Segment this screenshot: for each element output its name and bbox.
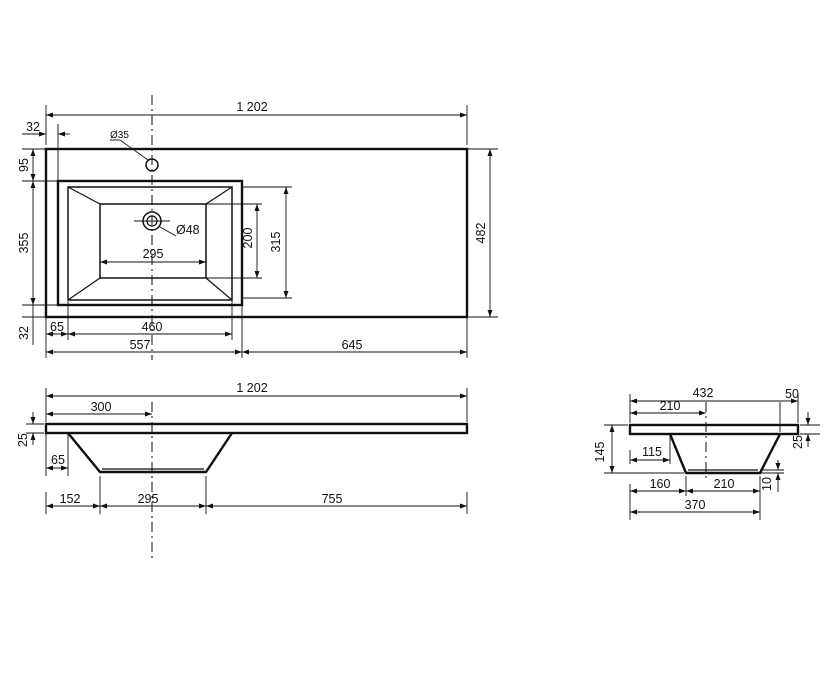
dim-side-thickness: 25: [791, 435, 805, 449]
dim-edge-offset: 32: [26, 120, 40, 134]
leader-line: [159, 226, 177, 237]
dim-side-height: 145: [593, 442, 607, 463]
dim-bowl-inner-depth: 200: [241, 228, 255, 249]
dim-side-front-seg: 160: [650, 477, 671, 491]
dim-bowl-depth: 355: [17, 233, 31, 254]
bowl-inner-rim: [67, 186, 233, 301]
top-view: Ø35 Ø48 1 202 32 95 355 32 295: [17, 95, 498, 360]
dim-bowl-inner-width: 295: [143, 247, 164, 261]
dim-front-thickness: 25: [16, 433, 30, 447]
dim-shelf-zone: 645: [342, 338, 363, 352]
dim-seg-left: 152: [60, 492, 81, 506]
dim-overall-width: 1 202: [236, 100, 267, 114]
front-view: 1 202 300 25 65 152 295 755: [16, 381, 469, 560]
dim-bottom-margin: 32: [17, 326, 31, 340]
dim-top-margin: 95: [17, 158, 31, 172]
front-slab: [44, 422, 469, 435]
bowl-outer-outline: [56, 179, 244, 307]
side-view: 432 50 210 25 145 115 10 1: [593, 386, 820, 520]
tap-hole: [145, 158, 159, 172]
bevel-line: [205, 186, 233, 205]
dim-seg-bowl: 295: [138, 492, 159, 506]
side-bowl-profile: [668, 433, 782, 475]
dim-side-back-offset: 50: [785, 387, 799, 401]
bevel-line: [205, 277, 233, 301]
dim-side-depth: 432: [693, 386, 714, 400]
dim-side-drain-offset: 210: [660, 399, 681, 413]
dim-side-bottom-thickness: 10: [760, 477, 774, 491]
dim-side-bottom-seg: 210: [714, 477, 735, 491]
countertop-outline: [44, 147, 469, 319]
side-slab: [628, 423, 800, 436]
front-bowl-profile: [67, 432, 233, 474]
dim-seg-right: 755: [322, 492, 343, 506]
dim-bowl-zone: 557: [130, 338, 151, 352]
dim-drain-center: 300: [91, 400, 112, 414]
bowl-bottom: [99, 203, 207, 279]
bevel-line: [67, 277, 101, 301]
dim-side-step: 115: [642, 445, 662, 459]
dim-bowl-outer-depth: 315: [269, 232, 283, 253]
tap-hole-label: Ø35: [110, 130, 129, 141]
dim-bowl-width: 460: [142, 320, 163, 334]
dim-side-bowl-total: 370: [685, 498, 706, 512]
dim-front-width: 1 202: [236, 381, 267, 395]
dim-overall-depth: 482: [474, 223, 488, 244]
leader-line: [119, 139, 149, 161]
dim-left-margin: 65: [50, 320, 64, 334]
dim-front-bowl-offset: 65: [51, 453, 65, 467]
drain-hole-label: Ø48: [176, 223, 200, 237]
bevel-line: [67, 186, 101, 205]
